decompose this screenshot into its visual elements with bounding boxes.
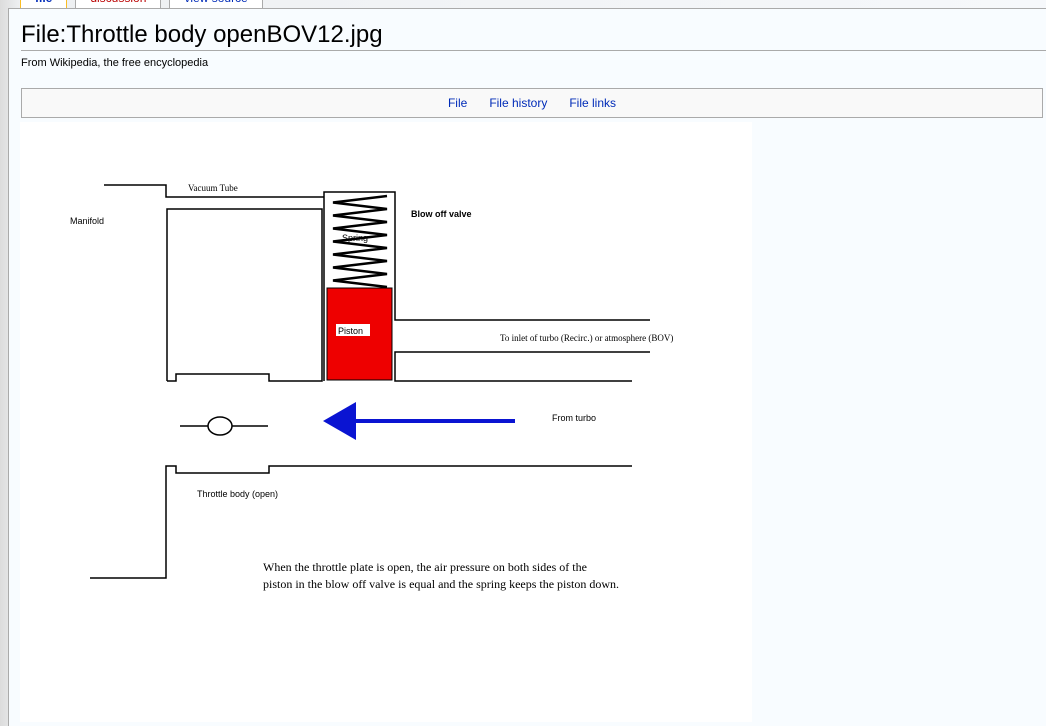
- label-from-turbo: From turbo: [552, 413, 596, 423]
- file-toc: File File history File links: [21, 88, 1043, 118]
- spring-coil: [332, 194, 388, 289]
- label-piston: Piston: [338, 326, 363, 336]
- throttle-body-lower: [90, 465, 632, 579]
- label-outlet: To inlet of turbo (Recirc.) or atmospher…: [500, 333, 673, 343]
- bov-housing: [323, 191, 650, 381]
- outlet-lower: [394, 351, 650, 382]
- toc-file-link[interactable]: File: [447, 96, 468, 110]
- manifold-block: [166, 208, 323, 382]
- caption-line-1: When the throttle plate is open, the air…: [263, 560, 587, 574]
- toc-file-links-link[interactable]: File links: [569, 96, 617, 110]
- throttle-plate: [207, 416, 233, 436]
- label-vacuum-tube: Vacuum Tube: [188, 183, 238, 193]
- spring-icon: [332, 194, 388, 289]
- label-blow-off-valve: Blow off valve: [411, 209, 472, 219]
- toc-file-history-link[interactable]: File history: [489, 96, 548, 110]
- diagram-image[interactable]: Vacuum Tube Manifold Blow off valve Spri…: [20, 122, 752, 722]
- site-subtitle: From Wikipedia, the free encyclopedia: [21, 57, 209, 69]
- airflow-arrowhead: [323, 402, 356, 440]
- vacuum-tube-line: [104, 184, 324, 198]
- label-manifold: Manifold: [70, 216, 104, 226]
- caption-line-2: piston in the blow off valve is equal an…: [263, 577, 619, 591]
- page-title: File:Throttle body openBOV12.jpg: [21, 21, 1046, 51]
- label-spring: Spring: [342, 233, 368, 243]
- label-throttle-body: Throttle body (open): [197, 489, 278, 499]
